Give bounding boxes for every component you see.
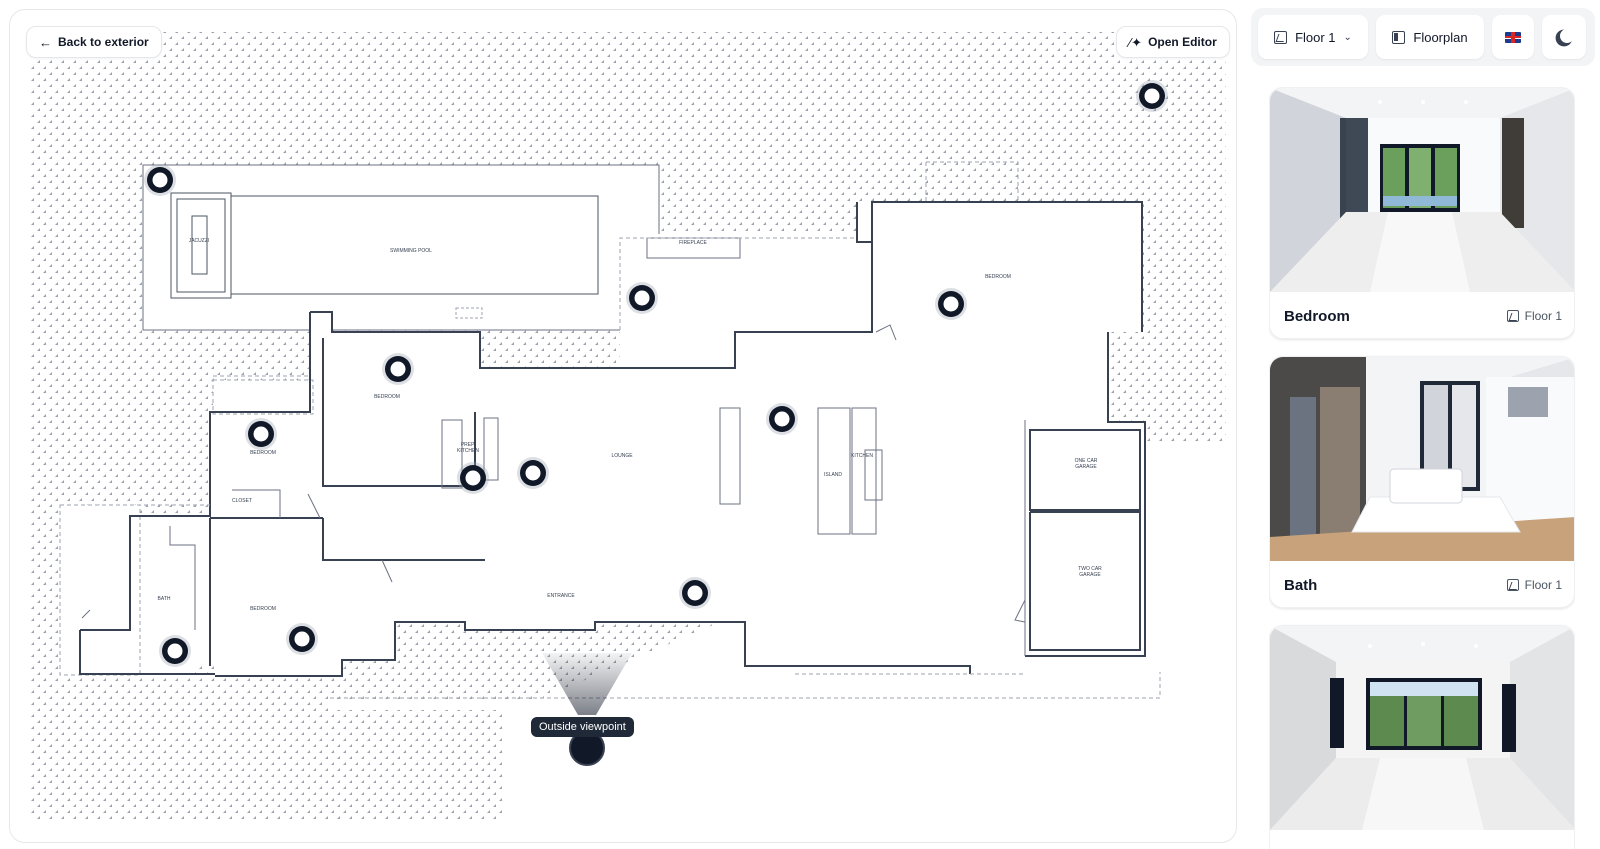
jacuzzi bbox=[170, 192, 232, 299]
label-prep: PREP. bbox=[461, 442, 475, 448]
floor-selector[interactable]: Floor 1 ⌄ bbox=[1258, 15, 1368, 59]
label-jacuzzi: JACUZZI bbox=[189, 238, 210, 244]
swimming-pool bbox=[230, 195, 599, 295]
top-toolbar: Floor 1 ⌄ Floorplan bbox=[1251, 8, 1595, 66]
room-card-footer: Bedroom Floor 1 bbox=[1270, 292, 1574, 338]
label-swimming-pool: SWIMMING POOL bbox=[390, 248, 432, 254]
floorplan-canvas[interactable]: JACUZZI SWIMMING POOL FIREPLACE BEDROOM … bbox=[10, 10, 1237, 843]
room-card-bedroom[interactable]: Bedroom Floor 1 bbox=[1269, 87, 1575, 339]
room-labels: JACUZZI SWIMMING POOL FIREPLACE BEDROOM … bbox=[158, 238, 1103, 612]
back-to-exterior-button[interactable]: ← Back to exterior bbox=[26, 26, 162, 58]
room-card-floor: Floor 1 bbox=[1506, 578, 1562, 592]
label-entrance: ENTRANCE bbox=[547, 593, 575, 599]
viewpoint-marker[interactable] bbox=[457, 462, 489, 494]
label-one-car: ONE CAR bbox=[1075, 458, 1098, 464]
open-editor-label: Open Editor bbox=[1148, 35, 1217, 49]
label-lounge: LOUNGE bbox=[611, 453, 633, 459]
stairs-icon bbox=[1274, 30, 1288, 44]
label-one-car-garage: GARAGE bbox=[1075, 464, 1097, 470]
back-button-label: Back to exterior bbox=[58, 35, 149, 49]
viewpoint-marker[interactable] bbox=[935, 288, 967, 320]
room-card-list[interactable]: Bedroom Floor 1 bbox=[1269, 87, 1575, 849]
room-card-title: Bedroom bbox=[1284, 307, 1350, 325]
viewpoint-markers bbox=[144, 80, 1168, 667]
viewpoint-marker[interactable] bbox=[382, 353, 414, 385]
magic-wand-icon: ⁄✦ bbox=[1129, 34, 1143, 50]
label-fireplace: FIREPLACE bbox=[679, 240, 707, 246]
room-photo-3 bbox=[1270, 626, 1574, 830]
viewpoint-marker[interactable] bbox=[766, 403, 798, 435]
stairs-icon bbox=[1506, 310, 1519, 322]
room-card-footer: Bath Floor 1 bbox=[1270, 561, 1574, 607]
view-cone bbox=[542, 653, 632, 715]
floor-selector-label: Floor 1 bbox=[1295, 29, 1336, 45]
label-closet: CLOSET bbox=[232, 498, 252, 504]
walls bbox=[79, 201, 1146, 677]
open-editor-button[interactable]: ⁄✦ Open Editor bbox=[1116, 26, 1230, 58]
room-card-title: Bath bbox=[1284, 576, 1318, 594]
room-photo-bath bbox=[1270, 357, 1574, 561]
viewpoint-marker[interactable] bbox=[245, 418, 277, 450]
arrow-left-icon: ← bbox=[39, 34, 52, 50]
label-bedroom-w: BEDROOM bbox=[250, 450, 276, 456]
sidebar-panel-icon bbox=[1392, 30, 1406, 44]
theme-toggle-button[interactable] bbox=[1542, 15, 1586, 59]
viewpoint-marker[interactable] bbox=[626, 282, 658, 314]
viewpoint-marker[interactable] bbox=[144, 164, 176, 196]
uk-flag-icon bbox=[1505, 31, 1521, 43]
label-island: ISLAND bbox=[824, 472, 842, 478]
label-prep-kitchen: KITCHEN bbox=[457, 448, 479, 454]
label-two-car: TWO CAR bbox=[1078, 566, 1102, 572]
floorplan-map[interactable]: JACUZZI SWIMMING POOL FIREPLACE BEDROOM … bbox=[9, 9, 1237, 843]
label-kitchen: KITCHEN bbox=[851, 453, 873, 459]
language-button[interactable] bbox=[1492, 15, 1534, 59]
viewpoint-marker[interactable] bbox=[159, 635, 191, 667]
label-two-car-garage: GARAGE bbox=[1079, 572, 1101, 578]
stairs-icon bbox=[1506, 579, 1519, 591]
viewpoint-marker[interactable] bbox=[1136, 80, 1168, 112]
viewpoint-marker[interactable] bbox=[286, 623, 318, 655]
label-bath: BATH bbox=[158, 596, 171, 602]
label-bedroom-center: BEDROOM bbox=[374, 394, 400, 400]
floorplan-toggle-button[interactable]: Floorplan bbox=[1376, 15, 1484, 59]
viewpoint-marker[interactable] bbox=[517, 457, 549, 489]
room-card-3[interactable] bbox=[1269, 625, 1575, 849]
label-bedroom-sw: BEDROOM bbox=[250, 606, 276, 612]
room-photo-bedroom bbox=[1270, 88, 1574, 292]
room-card-bath[interactable]: Bath Floor 1 bbox=[1269, 356, 1575, 608]
room-card-floor: Floor 1 bbox=[1506, 309, 1562, 323]
outside-viewpoint-tooltip: Outside viewpoint bbox=[531, 717, 634, 737]
viewpoint-marker[interactable] bbox=[679, 577, 711, 609]
chevron-down-icon: ⌄ bbox=[1343, 31, 1352, 43]
room-card-floor-label: Floor 1 bbox=[1524, 309, 1562, 323]
moon-icon bbox=[1560, 29, 1574, 43]
house-footprint bbox=[80, 202, 1145, 676]
floorplan-label: Floorplan bbox=[1413, 29, 1468, 45]
room-card-floor-label: Floor 1 bbox=[1524, 578, 1562, 592]
label-bedroom-ne: BEDROOM bbox=[985, 274, 1011, 280]
room-card-footer bbox=[1270, 830, 1574, 849]
